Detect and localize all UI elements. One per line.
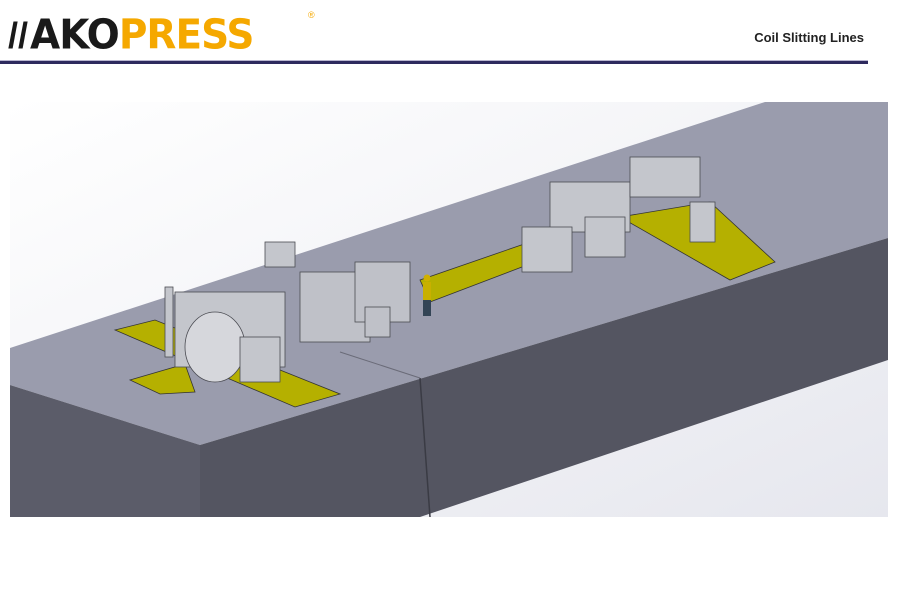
- header-divider: [0, 60, 868, 64]
- page-title: Coil Slitting Lines: [754, 30, 864, 45]
- platform-side-face: [200, 238, 888, 517]
- akopress-logo: // AKOPRESS: [8, 11, 255, 60]
- pit-front-left: [128, 363, 196, 395]
- operator-figure: [423, 274, 431, 316]
- coil-slitting-line-render: [10, 102, 888, 517]
- platform-front-face: [10, 385, 200, 517]
- platform-seam: [419, 377, 431, 517]
- logo-ako: AKO: [30, 11, 120, 60]
- logo-press: PRESS: [118, 11, 255, 60]
- registered-mark: ®: [308, 10, 315, 20]
- uncoiler-machine: [164, 241, 296, 383]
- recoiler-machine: [521, 156, 716, 273]
- slitter-machine: [299, 261, 411, 343]
- platform-seam-top: [339, 351, 421, 379]
- logo-slashes-icon: //: [8, 15, 29, 56]
